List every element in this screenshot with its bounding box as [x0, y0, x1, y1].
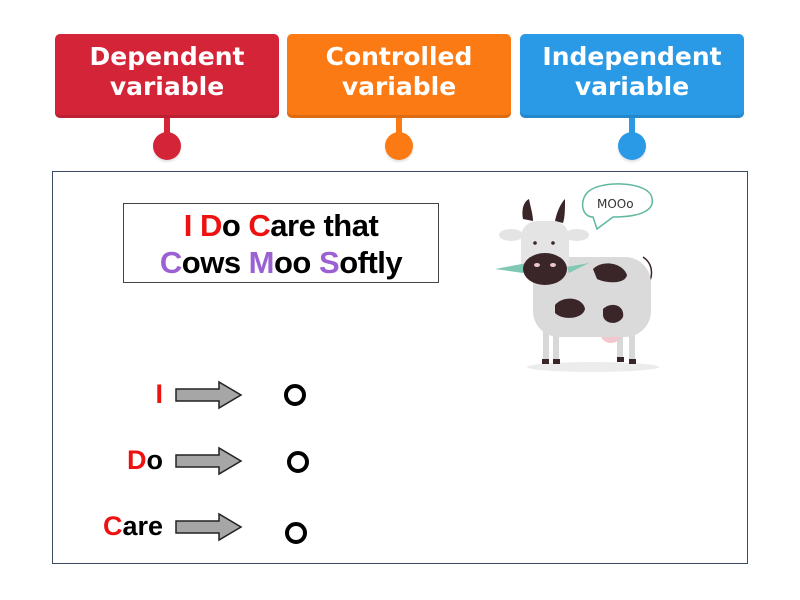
label-dependent-variable[interactable]: Dependent variable [55, 34, 279, 160]
pin-icon[interactable] [618, 132, 646, 160]
mnemonic-text: are that [270, 208, 379, 243]
label-independent-line1: Independent [542, 42, 722, 71]
labelling-board: I Do Care that Cows Moo Softly MOOo [52, 171, 748, 564]
drop-target-circle[interactable] [287, 451, 309, 473]
mnemonic-text: o [221, 208, 249, 243]
speech-text: MOOo [597, 197, 634, 211]
arrow-right-icon [175, 512, 243, 542]
row-do: Do [53, 442, 353, 482]
label-independent-variable[interactable]: Independent variable [520, 34, 744, 160]
pin-icon[interactable] [153, 132, 181, 160]
cow-illustration: MOOo [493, 177, 673, 372]
mnemonic-letter: I [183, 208, 193, 243]
label-independent-line2: variable [574, 72, 690, 101]
drop-target-circle[interactable] [284, 384, 306, 406]
cow-icon: MOOo [495, 183, 659, 372]
row-word: Care [102, 511, 163, 541]
row-word: Do [127, 445, 163, 475]
label-controlled-variable[interactable]: Controlled variable [287, 34, 511, 160]
mnemonic-box: I Do Care that Cows Moo Softly [123, 203, 439, 283]
mnemonic-line2: Cows Moo Softly [124, 244, 438, 281]
pin-stem [629, 118, 635, 134]
label-dependent-line1: Dependent [89, 42, 245, 71]
row-word: I [155, 379, 163, 409]
arrow-right-icon [175, 446, 243, 476]
row-i: I [53, 376, 353, 416]
mnemonic-text: ows [181, 245, 249, 280]
mnemonic-text: oftly [339, 245, 403, 280]
drop-target-circle[interactable] [285, 522, 307, 544]
mnemonic-text [192, 208, 200, 243]
row-care: Care [53, 508, 353, 548]
mnemonic-letter: D [199, 208, 222, 243]
pin-icon[interactable] [385, 132, 413, 160]
mnemonic-letter: C [248, 208, 271, 243]
pin-stem [396, 118, 402, 134]
pin-stem [164, 118, 170, 134]
label-controlled-line1: Controlled [325, 42, 473, 71]
mnemonic-letter: S [319, 245, 340, 280]
mnemonic-line1: I Do Care that [124, 207, 438, 244]
label-controlled-line2: variable [341, 72, 457, 101]
mnemonic-letter: C [159, 245, 182, 280]
mnemonic-text: oo [274, 245, 319, 280]
mnemonic-letter: M [248, 245, 275, 280]
label-dependent-line2: variable [109, 72, 225, 101]
arrow-right-icon [175, 380, 243, 410]
